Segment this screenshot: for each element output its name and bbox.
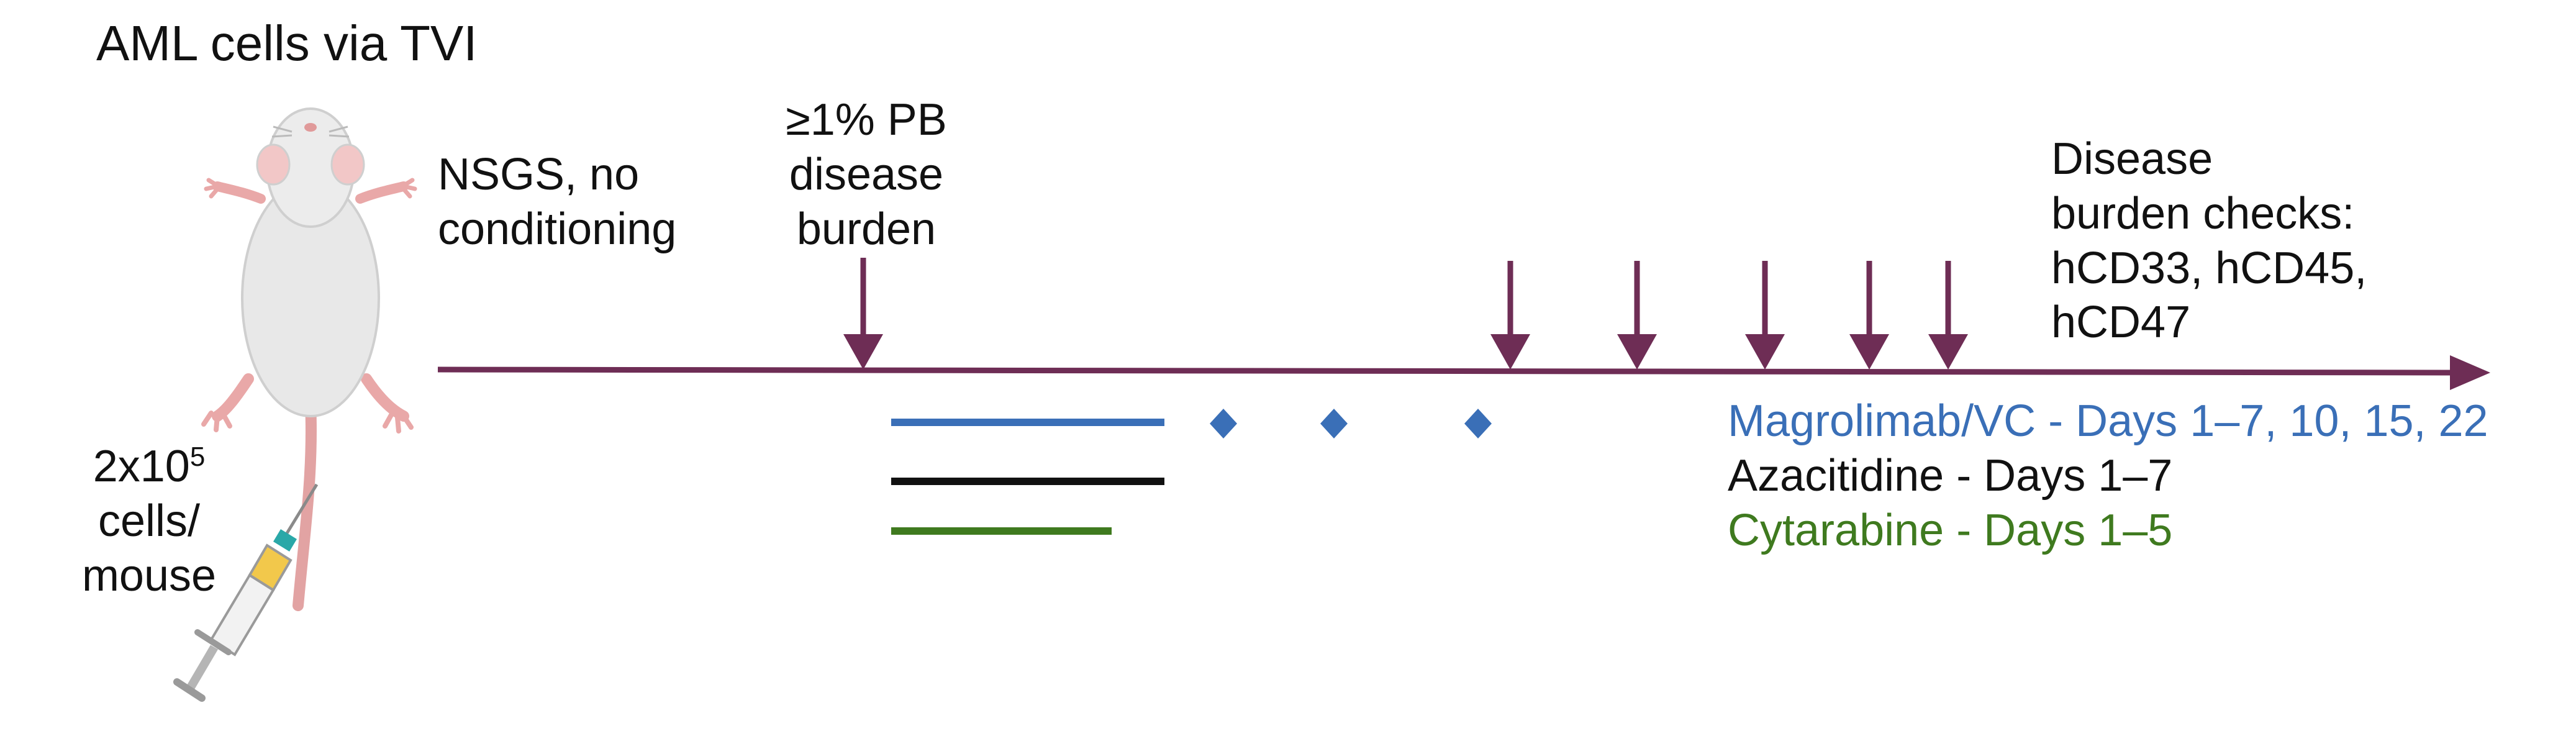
- checks-line-2: burden checks:: [2051, 188, 2355, 238]
- dose-marker-day15: [1320, 409, 1348, 438]
- dose-exponent: 5: [189, 442, 206, 472]
- check-arrow-4: [1849, 261, 1889, 370]
- checks-line-1: Disease: [2051, 134, 2213, 184]
- timeline-axis: [437, 355, 2490, 390]
- dose-marker-day22: [1464, 409, 1492, 438]
- check-arrows: [843, 258, 1968, 370]
- threshold-arrow: [843, 258, 883, 370]
- treatment-legend: Magrolimab/VC - Days 1–7, 10, 15, 22 Aza…: [1728, 394, 2488, 558]
- checks-line-3: hCD33, hCD45,: [2051, 243, 2367, 293]
- checks-line-4: hCD47: [2051, 298, 2191, 348]
- threshold-line-1: ≥1% PB: [786, 95, 947, 145]
- burden-checks-label: Disease burden checks: hCD33, hCD45, hCD…: [2051, 132, 2367, 350]
- timeline-arrowhead: [2450, 355, 2490, 390]
- check-arrow-3: [1745, 261, 1785, 370]
- dose-marker-day10: [1210, 409, 1237, 438]
- check-arrow-1: [1490, 261, 1530, 370]
- model-line-1: NSGS, no: [438, 150, 640, 199]
- magrolimab-doses: [1210, 409, 1492, 438]
- syringe-icon: [173, 483, 319, 702]
- diagram-title: AML cells via TVI: [96, 16, 478, 71]
- injection-dose-label: 2x105 cells/ mouse: [59, 440, 239, 603]
- legend-cytarabine: Cytarabine - Days 1–5: [1728, 505, 2173, 555]
- threshold-label: ≥1% PB disease burden: [742, 93, 991, 257]
- dose-line-3: mouse: [81, 550, 217, 601]
- legend-azacitidine: Azacitidine - Days 1–7: [1728, 450, 2173, 501]
- check-arrow-2: [1617, 261, 1657, 370]
- threshold-line-2: disease: [789, 149, 944, 199]
- threshold-line-3: burden: [796, 204, 937, 254]
- model-line-2: conditioning: [438, 204, 677, 254]
- check-arrow-5: [1928, 261, 1968, 370]
- dose-line-1: 2x105: [93, 442, 206, 491]
- dose-line-2: cells/: [98, 496, 201, 546]
- model-label: NSGS, no conditioning: [438, 148, 676, 257]
- mouse-icon: [201, 107, 417, 611]
- legend-magrolimab: Magrolimab/VC - Days 1–7, 10, 15, 22: [1728, 396, 2488, 446]
